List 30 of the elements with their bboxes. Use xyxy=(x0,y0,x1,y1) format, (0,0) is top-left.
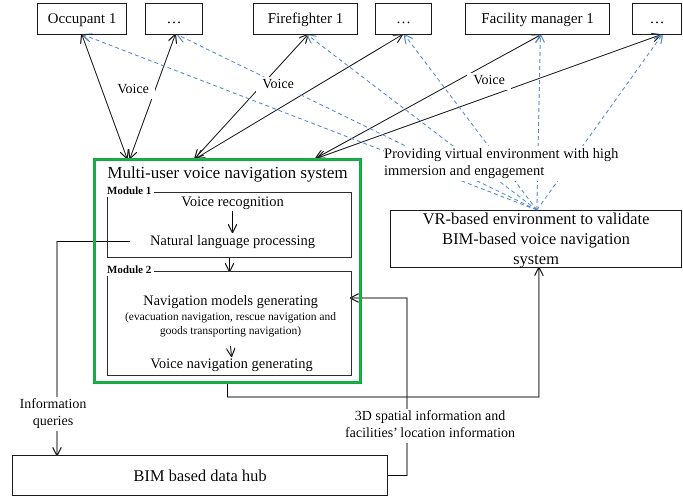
arrow xyxy=(316,32,662,160)
arrow xyxy=(314,34,542,160)
role-box: … xyxy=(145,3,203,35)
module-label: Module 1 xyxy=(104,185,154,197)
arrow xyxy=(227,210,238,234)
role-box: Firefighter 1 xyxy=(253,3,358,35)
arrow xyxy=(227,266,544,398)
arrow xyxy=(195,34,404,160)
system-box xyxy=(93,158,362,384)
arrow xyxy=(128,34,178,160)
process-detail: (evacuation navigation, rescue navigation and goods transporting navigation) xyxy=(124,310,338,338)
role-box: … xyxy=(632,3,682,35)
system-title: Multi-user voice navigation system xyxy=(107,163,348,183)
process-box: BIM based data hub xyxy=(12,455,388,496)
process-label: Natural language processing xyxy=(130,232,335,251)
role-box: Facility manager 1 xyxy=(465,3,610,35)
process-label: Voice navigation generating xyxy=(133,356,330,374)
process-box: VR-based environment to validate BIM-based voice navigation system xyxy=(390,210,682,268)
module-label: Module 2 xyxy=(104,264,154,276)
process-label: Voice recognition xyxy=(160,194,305,211)
process-label: Navigation models generating xyxy=(143,292,318,310)
edge-label: Voice xyxy=(256,76,300,94)
arrow xyxy=(224,258,235,272)
arrow xyxy=(80,34,129,160)
edge-label: Voice xyxy=(467,72,511,90)
role-box: … xyxy=(375,3,432,35)
role-box: Occupant 1 xyxy=(37,3,127,35)
arrow xyxy=(194,34,309,160)
arrow xyxy=(226,346,236,358)
arrow xyxy=(52,241,130,456)
